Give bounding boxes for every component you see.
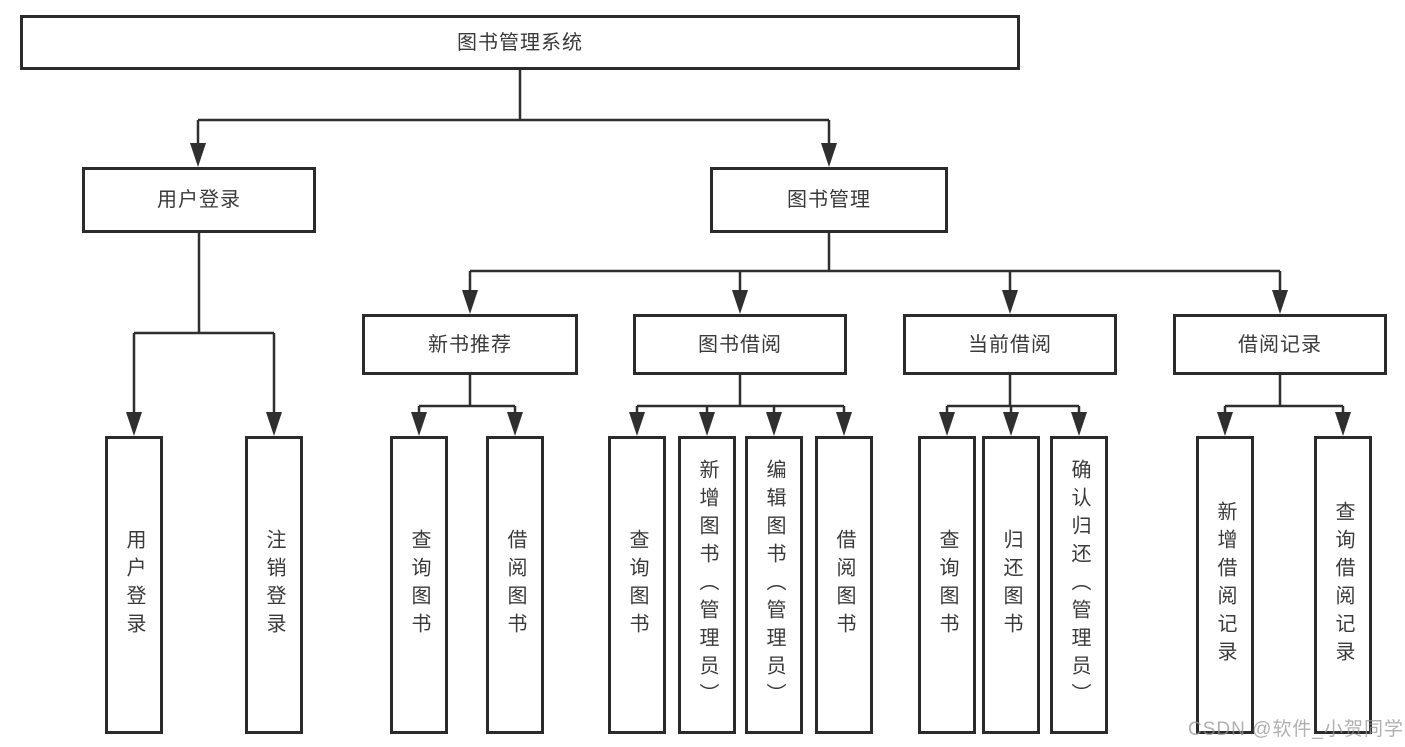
node-book-borrow: 图书借阅 [633, 314, 847, 375]
node-add-borrow-record: 新增借阅记录 [1196, 436, 1254, 734]
node-borrow-books-action: 借阅图书 [815, 436, 873, 734]
node-user-login: 用户登录 [82, 167, 316, 233]
node-confirm-return-admin: 确认归还（管理员） [1050, 436, 1108, 734]
node-borrow-books-recommend: 借阅图书 [486, 436, 544, 734]
node-query-books-recommend: 查询图书 [390, 436, 448, 734]
arrowhead [1002, 290, 1018, 314]
node-query-books-current: 查询图书 [918, 436, 976, 734]
arrowhead [126, 412, 142, 436]
connector-root [196, 70, 831, 150]
arrowhead [1071, 412, 1087, 436]
arrowheads [126, 143, 1351, 436]
arrowhead [939, 412, 955, 436]
arrowhead [411, 412, 427, 436]
arrowhead [836, 412, 852, 436]
arrowhead [1217, 412, 1233, 436]
node-current-borrow: 当前借阅 [903, 314, 1117, 375]
connector-user-login [132, 233, 276, 414]
node-borrow-records: 借阅记录 [1173, 314, 1387, 375]
arrowhead [507, 412, 523, 436]
node-user-login-action: 用户登录 [105, 436, 163, 734]
arrowhead [629, 412, 645, 436]
node-return-books: 归还图书 [982, 436, 1040, 734]
connector-borrow-records [1223, 375, 1345, 415]
arrowhead [732, 290, 748, 314]
arrowhead [766, 412, 782, 436]
arrowhead [1335, 412, 1351, 436]
arrowhead [462, 290, 478, 314]
csdn-watermark: CSDN @软件_小贺同学 [1188, 719, 1404, 740]
node-logout-action: 注销登录 [245, 436, 303, 734]
connector-current-borrow [945, 375, 1081, 415]
arrowhead [190, 143, 206, 167]
arrowhead [821, 143, 837, 167]
arrowhead [1272, 290, 1288, 314]
node-root: 图书管理系统 [20, 15, 1020, 70]
connector-book-borrow [635, 375, 846, 415]
node-add-books-admin: 新增图书（管理员） [678, 436, 736, 734]
node-new-book-recommend: 新书推荐 [362, 314, 578, 375]
arrowhead [266, 412, 282, 436]
connector-new-book-recommend [417, 375, 517, 415]
node-edit-books-admin: 编辑图书（管理员） [745, 436, 803, 734]
node-query-books-borrow: 查询图书 [608, 436, 666, 734]
connector-book-management [468, 233, 1282, 293]
arrowhead [699, 412, 715, 436]
node-query-borrow-record: 查询借阅记录 [1314, 436, 1372, 734]
arrowhead [1003, 412, 1019, 436]
node-book-management: 图书管理 [710, 167, 948, 233]
